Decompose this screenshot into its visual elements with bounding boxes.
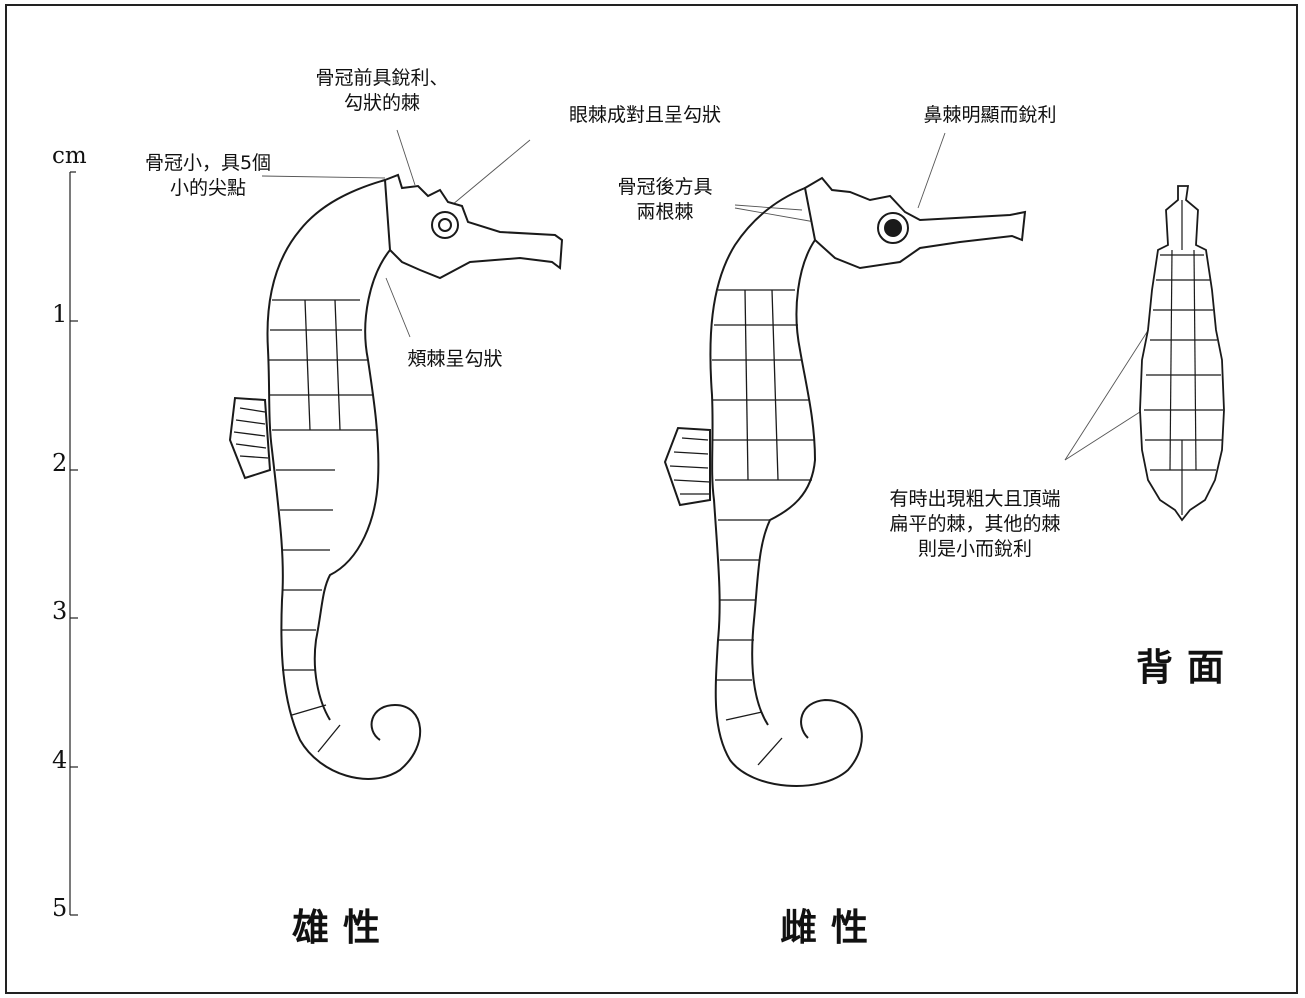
scale-unit-label: cm — [52, 143, 87, 169]
annotation-nose-spine: 鼻棘明顯而銳利 — [895, 103, 1085, 128]
annotation-eye-spines: 眼棘成對且呈勾狀 — [540, 103, 750, 128]
scale-tick-1: 1 — [52, 300, 67, 328]
scale-tick-5: 5 — [52, 894, 67, 922]
view-title-male: 雄性 — [292, 897, 394, 951]
annotation-spines-note: 有時出現粗大且頂端 扁平的棘，其他的棘 則是小而銳利 — [855, 487, 1095, 562]
annotation-crown-small: 骨冠小，具5個 小的尖點 — [108, 151, 308, 201]
scale-tick-3: 3 — [52, 597, 67, 625]
annotation-crown-back: 骨冠後方具 兩根棘 — [590, 175, 740, 225]
scale-bar — [70, 172, 78, 915]
view-title-female: 雌性 — [780, 897, 882, 951]
scale-tick-4: 4 — [52, 746, 67, 774]
view-title-dorsal: 背面 — [1136, 637, 1238, 691]
annotation-crown-front-spines: 骨冠前具銳利、 勾狀的棘 — [282, 66, 482, 116]
dorsal-view-drawing — [1140, 186, 1224, 520]
annotation-cheek-spine: 頰棘呈勾狀 — [385, 347, 525, 372]
scale-tick-2: 2 — [52, 449, 67, 477]
male-seahorse-drawing — [230, 175, 562, 779]
female-seahorse-drawing — [665, 178, 1025, 786]
